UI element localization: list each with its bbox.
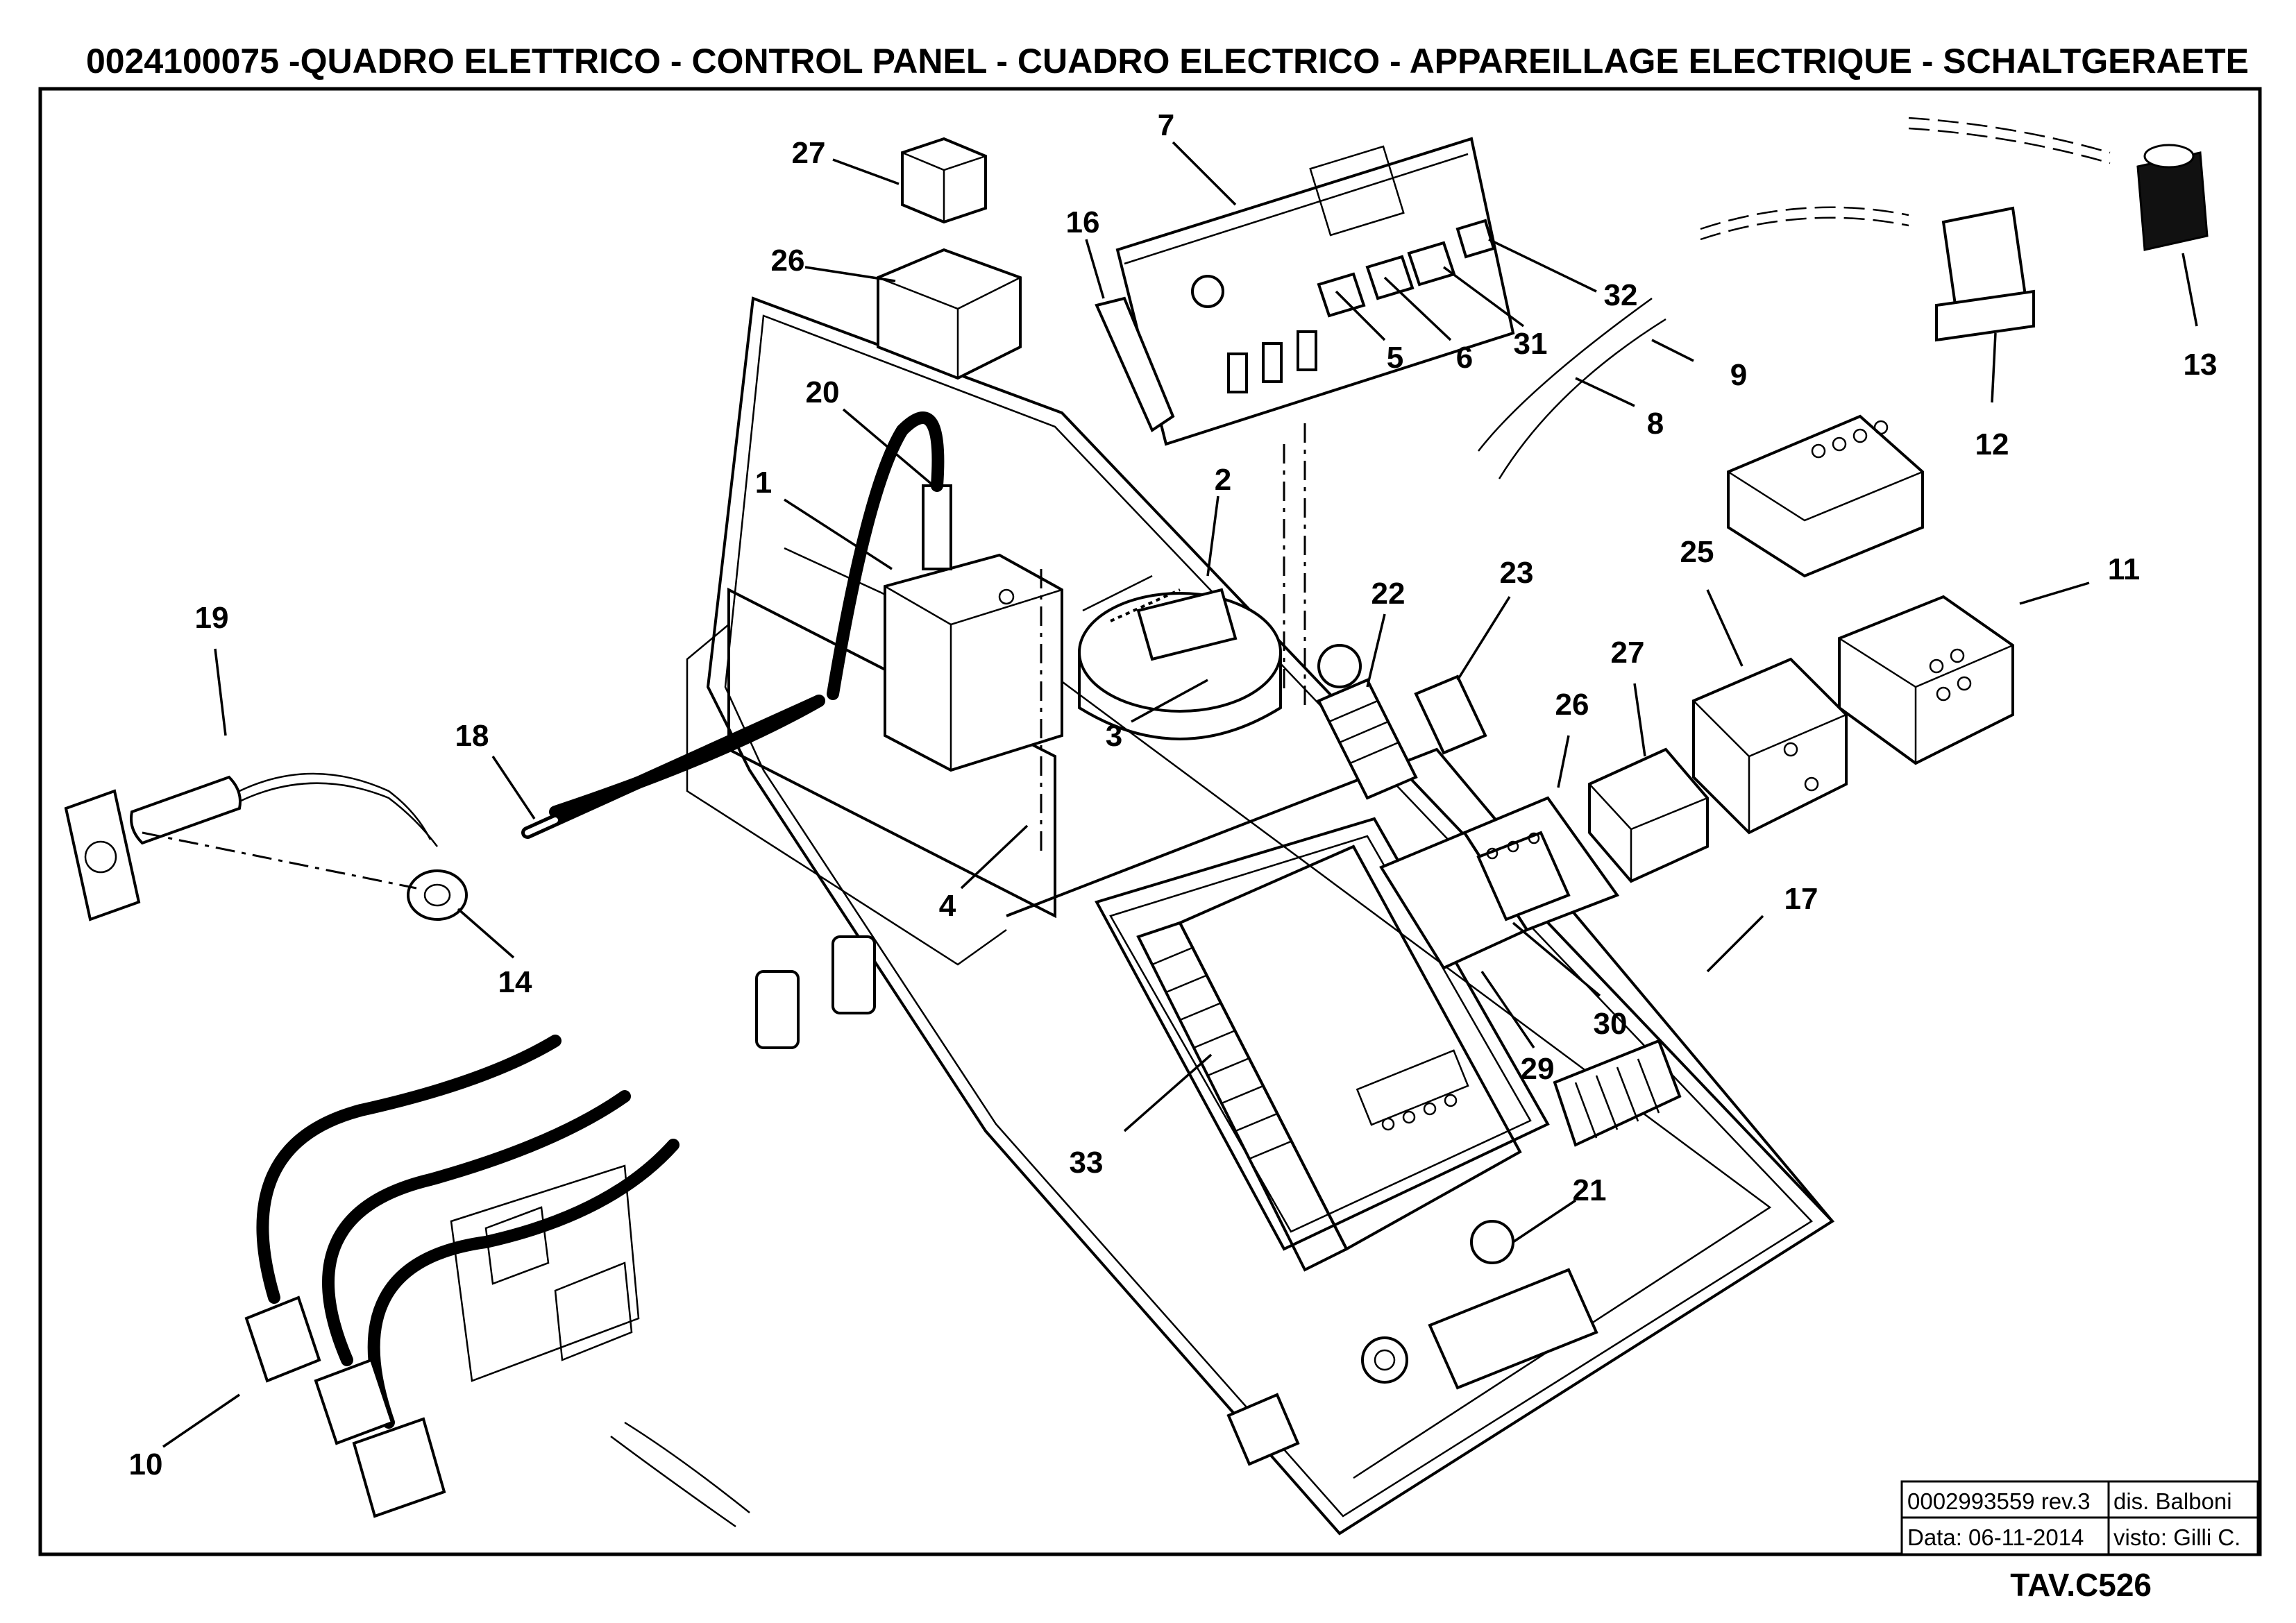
callout-13: 13: [2184, 348, 2218, 382]
gas-valve-body: [884, 484, 1063, 772]
callout-27-right: 27: [1611, 636, 1645, 670]
probe-19: [64, 772, 438, 921]
callout-26-top: 26: [771, 244, 805, 278]
callout-21: 21: [1573, 1173, 1607, 1207]
callout-11: 11: [2108, 552, 2141, 586]
contactor-11: [1838, 595, 2014, 765]
callout-1: 1: [755, 466, 772, 500]
callout-8: 8: [1647, 407, 1664, 441]
enclosure-housing: [686, 296, 1835, 1536]
terminal-strip: [1136, 921, 1349, 1272]
solenoid-coils-10: [244, 1035, 750, 1528]
bottom-gland: [1226, 1268, 1598, 1466]
assembly-centerlines: [142, 423, 1306, 890]
callout-12: 12: [1975, 427, 2009, 461]
ignition-transformer: [1078, 575, 1282, 740]
relay-base-26-top: [877, 248, 1022, 380]
callout-6: 6: [1456, 341, 1473, 375]
callout-30: 30: [1594, 1007, 1628, 1041]
drawing-frame: [38, 87, 2262, 1556]
pipe-fittings: [755, 935, 876, 1049]
connector-13: [1908, 117, 2209, 251]
lead-8: [1478, 297, 1653, 452]
drawing-title: 0024100075 -QUADRO ELETTRICO - CONTROL P…: [86, 42, 2249, 80]
callout-18: 18: [455, 719, 489, 753]
callout-10: 10: [129, 1447, 163, 1481]
callout-22: 22: [1371, 577, 1406, 611]
title-block: [1900, 1480, 2259, 1556]
callout-5: 5: [1387, 341, 1403, 375]
callout-3: 3: [1106, 719, 1122, 753]
callout-29: 29: [1521, 1052, 1555, 1086]
cover-25: [1692, 657, 1848, 835]
cable-gland-top: [1317, 644, 1362, 688]
terminal-block-22: [1317, 678, 1418, 800]
bracket-16: [1095, 296, 1175, 432]
callout-19: 19: [195, 601, 229, 635]
screw-21: [1470, 1220, 1514, 1264]
relay-27-top: [901, 137, 987, 224]
auxiliary-block: [1727, 414, 1924, 578]
callout-23: 23: [1500, 556, 1534, 590]
drawing-date: Data: 06-11-2014: [1907, 1524, 2084, 1550]
callout-20: 20: [806, 375, 840, 409]
terminal-block-23: [1414, 674, 1487, 755]
fuse-holders: [1553, 1039, 1682, 1147]
drawn-by: dis. Balboni: [2113, 1488, 2232, 1514]
callout-27-top: 27: [792, 136, 826, 170]
doc-number: 0002993559 rev.3: [1907, 1488, 2091, 1514]
callout-26-rail: 26: [1555, 688, 1589, 722]
mounting-plate: [1095, 817, 1550, 1251]
callout-leaders: [162, 141, 2198, 1448]
callout-9: 9: [1730, 358, 1747, 392]
callout-7: 7: [1158, 108, 1174, 142]
callout-16: 16: [1066, 205, 1100, 239]
callout-14: 14: [498, 965, 532, 999]
callout-31: 31: [1514, 327, 1548, 361]
callout-33: 33: [1070, 1146, 1104, 1180]
checked-by: visto: Gilli C.: [2113, 1524, 2240, 1550]
rail-contactors: [1379, 796, 1620, 970]
callout-32: 32: [1604, 278, 1638, 312]
lead-9: [1498, 318, 1666, 479]
grommet-14: [407, 869, 468, 921]
relay-27-right: [1588, 747, 1709, 883]
probe-18: [521, 695, 825, 839]
callout-2: 2: [1215, 463, 1231, 497]
callout-4: 4: [939, 889, 956, 923]
callout-17: 17: [1784, 882, 1818, 916]
cable-20: [827, 411, 945, 700]
callout-25: 25: [1680, 535, 1714, 569]
control-panel-board: [1115, 137, 1515, 446]
connector-12: [1700, 206, 2035, 342]
table-reference: TAV.C526: [2010, 1567, 2152, 1603]
